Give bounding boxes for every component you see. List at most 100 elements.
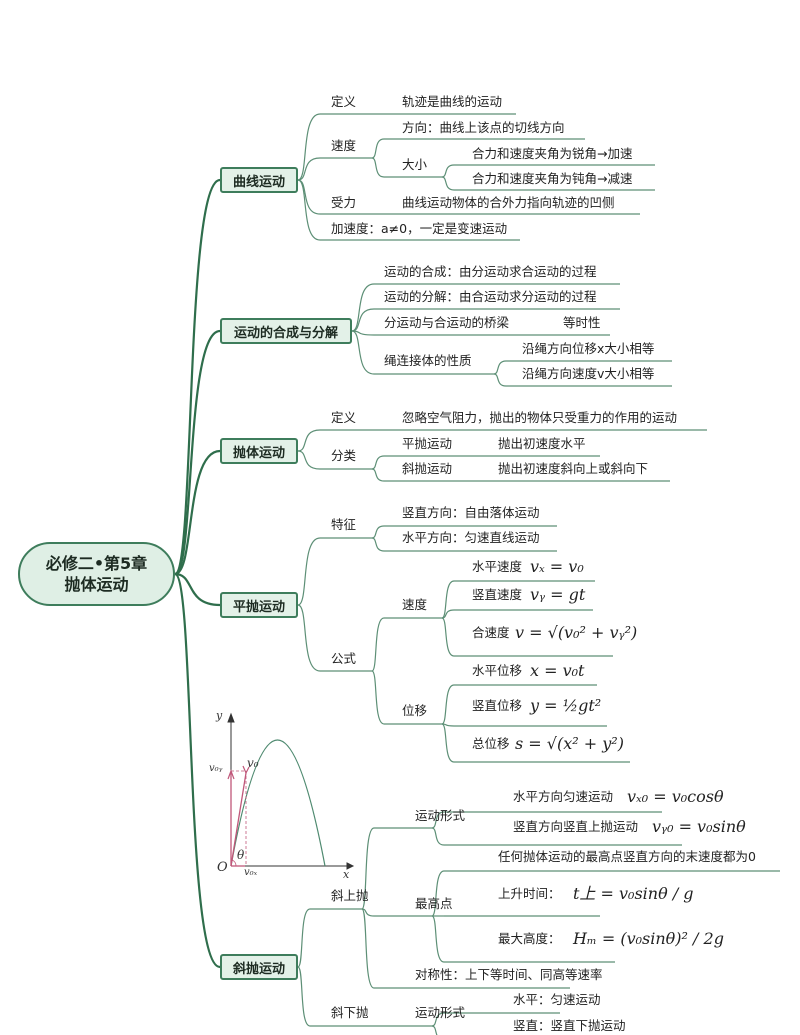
connector [297, 179, 321, 215]
connector [371, 455, 385, 470]
upward-label: 斜上抛 [331, 888, 369, 903]
connector [297, 157, 321, 181]
displacement-label: 位移 [402, 703, 428, 718]
highest-point-label: 最高点 [415, 896, 453, 911]
connector [361, 908, 375, 989]
diagram-v0y-label: v₀ᵧ [209, 763, 223, 774]
connector [441, 580, 455, 619]
connector [361, 827, 375, 910]
vertical-motion-text: 竖直方向竖直上抛运动 [513, 819, 639, 834]
connector [297, 179, 321, 241]
downward-form-label: 运动形式 [415, 1005, 466, 1020]
rise-time-formula: t上 = v₀sinθ / g [573, 884, 694, 903]
highest-point-desc: 任何抛体运动的最高点竖直方向的末速度都为0 [498, 849, 756, 864]
connector [441, 723, 455, 763]
connector [371, 468, 385, 482]
diagram-v0-vector [230, 772, 247, 867]
branch-connector [173, 572, 221, 969]
connector [297, 908, 311, 968]
connector [431, 827, 445, 846]
rope-displacement-text: 沿绳方向位移x大小相等 [522, 341, 655, 356]
connector [297, 604, 321, 672]
direction-text: 方向：曲线上该点的切线方向 [402, 120, 565, 135]
motion-form-label: 运动形式 [415, 808, 466, 823]
diagram-origin-label: O [217, 860, 228, 875]
oblique-desc: 抛出初速度斜向上或斜向下 [498, 461, 649, 476]
horizontal-desc: 抛出初速度水平 [498, 436, 586, 451]
diagram-angle-arc [231, 859, 237, 867]
diagram-trajectory [230, 739, 326, 867]
symmetry-text: 对称性：上下等时间、同高等速率 [415, 967, 603, 982]
connector [493, 373, 507, 387]
diagram-v0x-label: v₀ₓ [244, 867, 258, 878]
connector [441, 609, 455, 619]
branch-curve-motion: 曲线运动 [220, 167, 298, 193]
x-label: 水平位移 [472, 663, 523, 678]
connector [371, 617, 385, 672]
diagram-y-arrow [227, 712, 235, 723]
root-subtitle: 抛体运动 [64, 575, 129, 594]
branch-connector [174, 572, 221, 607]
connector [371, 138, 385, 159]
vy-label: 竖直速度 [472, 587, 523, 602]
bridge-text: 分运动与合运动的桥梁 [384, 315, 510, 330]
diagram-x-axis-label: x [343, 868, 350, 881]
synthesis-text: 运动的合成：由分运动求合运动的过程 [384, 264, 597, 279]
connector [297, 450, 321, 470]
decomposition-text: 运动的分解：由合运动求分运动的过程 [384, 289, 597, 304]
connector [371, 670, 385, 725]
connector [351, 330, 375, 375]
horizontal-direction-text: 水平方向：匀速直线运动 [402, 530, 540, 545]
bridge-value: 等时性 [563, 315, 601, 330]
classification-label: 分类 [331, 448, 357, 463]
horizontal-motion-text: 水平方向匀速运动 [513, 789, 614, 804]
x-formula: x = v₀t [530, 661, 585, 680]
connector [297, 966, 311, 1027]
branch-composition: 运动的合成与分解 [220, 318, 352, 344]
rise-time-label: 上升时间： [498, 886, 561, 901]
force-label: 受力 [331, 195, 357, 210]
diagram-angle-label: θ [237, 848, 245, 862]
connector [297, 429, 321, 452]
connector [297, 113, 321, 181]
downward-vertical-text: 竖直：竖直下抛运动 [513, 1018, 626, 1033]
definition-label: 定义 [331, 94, 357, 109]
diagram-x-arrow [346, 862, 355, 870]
vertical-direction-text: 竖直方向：自由落体运动 [402, 505, 540, 520]
connector [441, 684, 455, 725]
connector [371, 157, 385, 178]
connector [431, 1025, 438, 1035]
connector [431, 870, 445, 917]
v-label: 合速度 [472, 625, 510, 640]
velocity-label: 速度 [331, 138, 357, 153]
definition-label: 定义 [331, 410, 357, 425]
vy0-formula: vᵧ₀ = v₀sinθ [652, 817, 746, 836]
acute-angle-text: 合力和速度夹角为锐角→加速 [472, 146, 633, 161]
formula-label: 公式 [331, 651, 357, 666]
connector [297, 537, 321, 606]
diagram-dashed [231, 770, 247, 866]
connector [431, 915, 445, 963]
v-formula: v = √(v₀² + vᵧ²) [515, 623, 638, 642]
vx-label: 水平速度 [472, 559, 523, 574]
force-text: 曲线运动物体的合外力指向轨迹的凹侧 [402, 195, 615, 210]
definition-text: 轨迹是曲线的运动 [402, 94, 503, 109]
vy-formula: vᵧ = gt [530, 585, 586, 604]
branch-oblique-projectile: 斜抛运动 [220, 954, 298, 980]
rope-label: 绳连接体的性质 [384, 353, 472, 368]
vx-formula: vₓ = v₀ [530, 557, 584, 576]
acceleration-text: 加速度：a≠0，一定是变速运动 [331, 221, 508, 236]
oblique-type: 斜抛运动 [402, 461, 453, 476]
connector [441, 176, 455, 191]
branch-projectile: 抛体运动 [220, 438, 298, 464]
s-formula: s = √(x² + y²) [515, 734, 624, 753]
diagram-v0-arrowhead [242, 765, 250, 775]
definition-text: 忽略空气阻力，抛出的物体只受重力的作用的运动 [402, 410, 678, 425]
y-label: 竖直位移 [472, 698, 523, 713]
branch-connector [173, 178, 221, 576]
y-formula: y = ½gt² [530, 696, 602, 715]
horizontal-type: 平抛运动 [402, 436, 453, 451]
connector [441, 164, 455, 178]
